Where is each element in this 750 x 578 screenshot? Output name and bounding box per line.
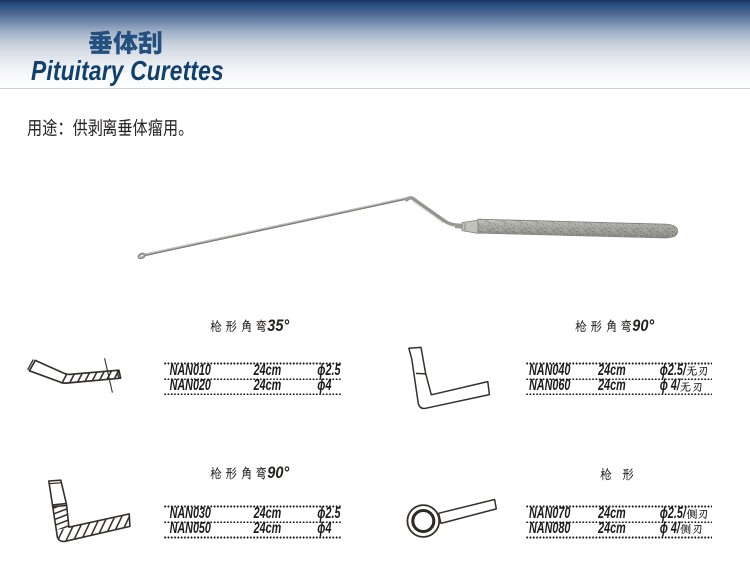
product-size: 24cm — [598, 361, 626, 379]
table-row: NAN060 24cm ϕ 4/ — [526, 378, 712, 393]
product-diameter: ϕ4 — [317, 377, 332, 395]
tip-drawing-ring — [406, 498, 498, 538]
product-code: NAN020 — [169, 377, 211, 395]
tip-drawing-35deg-hatched — [27, 358, 122, 393]
product-code: NAN010 — [169, 361, 211, 379]
product-diameter: ϕ 4/ — [660, 521, 703, 536]
table-divider — [526, 362, 712, 365]
product-size: 24cm — [598, 504, 626, 522]
table-divider — [526, 505, 712, 508]
section-title-35deg: 35° — [209, 317, 289, 334]
table-row: NAN050 24cm ϕ4 — [164, 521, 342, 536]
product-size: 24cm — [253, 504, 282, 522]
tip-drawing-90deg-hatched — [48, 479, 131, 543]
product-diameter: ϕ2.5 — [317, 504, 341, 522]
page-title-english: Pituitary Curettes — [30, 55, 224, 86]
product-diameter: ϕ 4/ — [660, 378, 703, 393]
table-divider — [164, 377, 342, 381]
product-code: NAN080 — [529, 520, 571, 538]
table-divider — [164, 392, 342, 396]
section-title-90deg: 90° — [209, 464, 289, 481]
table-divider — [164, 536, 342, 539]
product-code: NAN070 — [529, 504, 571, 522]
product-diameter: ϕ4 — [317, 520, 332, 538]
product-code: NAN030 — [169, 504, 211, 522]
tip-drawing-90deg-outline — [408, 346, 491, 410]
table-row: NAN010 24cm ϕ2.5 — [164, 363, 342, 378]
product-code: NAN040 — [529, 361, 571, 379]
table-row: NAN020 24cm ϕ4 — [164, 378, 342, 393]
section-title-ring — [600, 465, 634, 482]
table-row: NAN070 24cm ϕ2.5/ — [526, 506, 712, 521]
curette-instrument-photo — [137, 196, 679, 260]
table-row: NAN030 24cm ϕ2.5 — [164, 506, 342, 521]
table-divider — [164, 362, 342, 365]
table-divider — [164, 520, 342, 524]
table-divider — [526, 377, 712, 381]
product-code: NAN050 — [169, 520, 211, 538]
product-diameter: ϕ2.5 — [317, 361, 341, 379]
table-divider — [526, 520, 712, 524]
product-size: 24cm — [598, 377, 626, 395]
product-code: NAN060 — [529, 377, 571, 395]
table-divider — [164, 505, 342, 508]
product-diameter: ϕ2.5/ — [660, 506, 709, 521]
product-size: 24cm — [253, 361, 282, 379]
page-title-chinese — [88, 30, 163, 55]
product-diameter: ϕ2.5/ — [660, 363, 709, 378]
table-row: NAN080 24cm ϕ 4/ — [526, 521, 712, 536]
table-divider — [526, 392, 712, 396]
product-size: 24cm — [253, 377, 282, 395]
product-size: 24cm — [253, 520, 282, 538]
usage-note — [27, 118, 193, 137]
product-size: 24cm — [598, 520, 626, 538]
table-row: NAN040 24cm ϕ2.5/ — [526, 363, 712, 378]
table-divider — [526, 536, 712, 539]
section-title-90deg-blunt: 90° — [575, 317, 655, 334]
